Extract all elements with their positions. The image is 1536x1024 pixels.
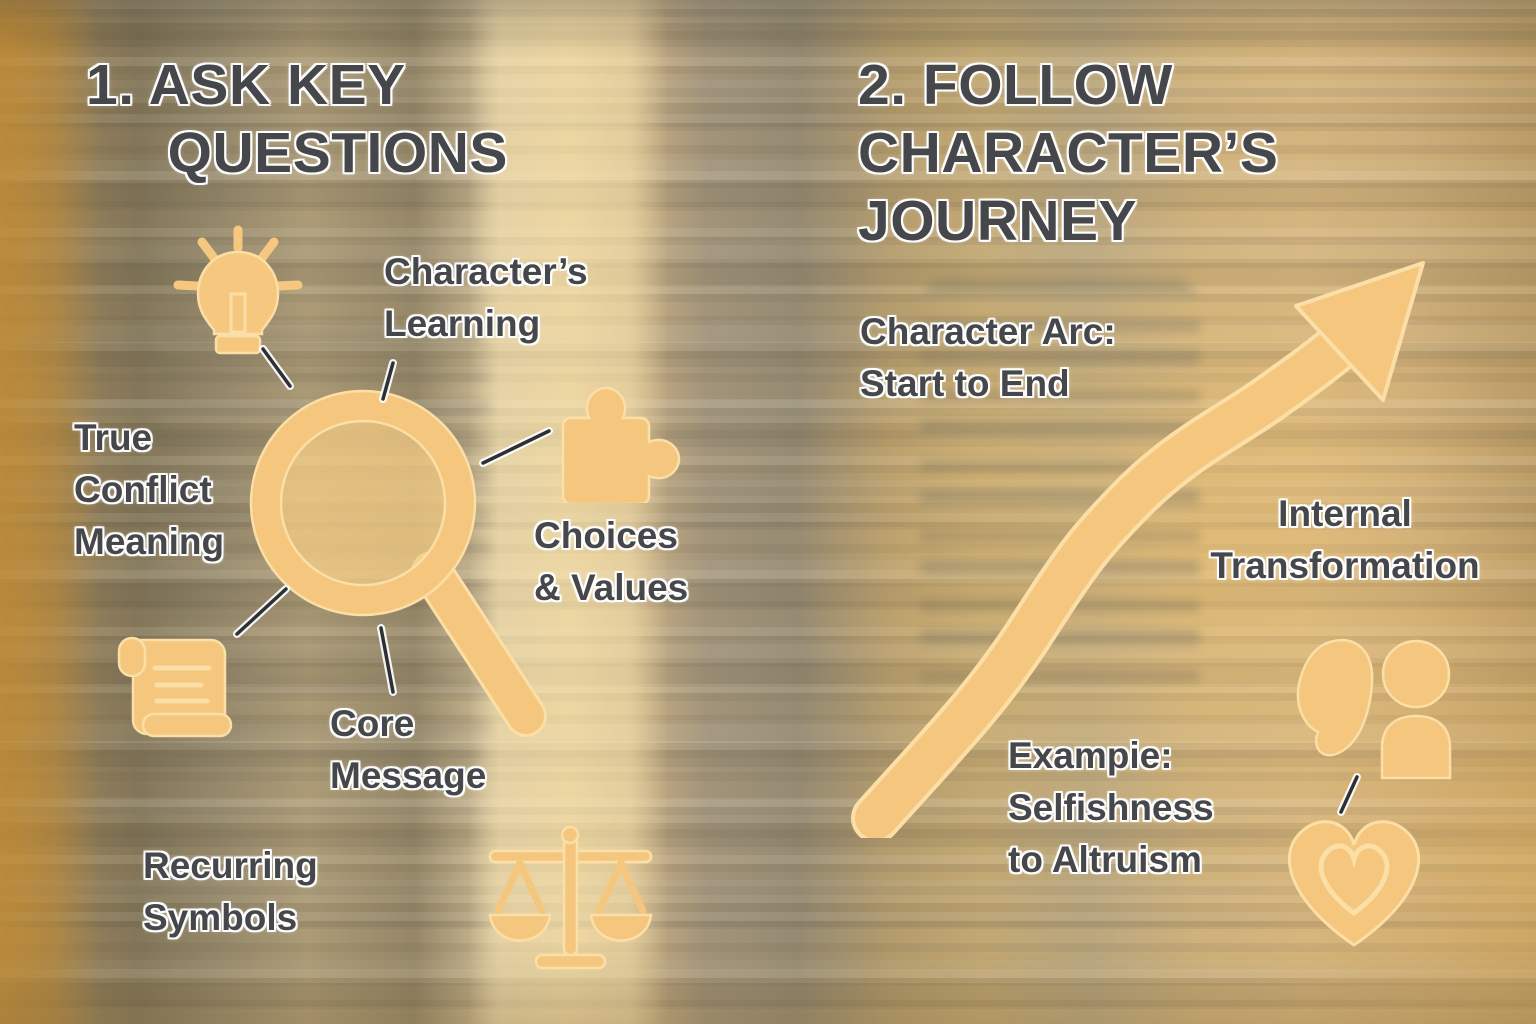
scales-icon	[488, 825, 653, 970]
label-internal-transformation: Internal Transformation	[1210, 493, 1480, 586]
lightbulb-icon	[173, 225, 303, 355]
people-icon	[1296, 638, 1452, 780]
label-characters-learning: Character’s Learning	[384, 251, 588, 344]
label-true-conflict-meaning: True Conflict Meaning	[74, 417, 225, 562]
scroll-icon	[117, 636, 233, 738]
puzzle-icon	[561, 386, 681, 503]
heart-icon	[1287, 820, 1421, 947]
section-1-title: 1. ASK KEY QUESTIONS	[86, 53, 508, 185]
label-choices-values: Choices & Values	[534, 515, 689, 608]
label-example: Exampie: Selfishness to Altruism	[1008, 735, 1214, 880]
label-core-message: Core Message	[330, 703, 487, 796]
magnifier-icon	[249, 389, 547, 737]
label-character-arc: Character Arc: Start to End	[860, 311, 1116, 404]
section-2-title: 2. FOLLOW CHARACTER’S JOURNEY	[858, 53, 1279, 253]
journey-arrow-icon	[851, 261, 1425, 838]
label-recurring-symbols: Recurring Symbols	[143, 845, 318, 938]
